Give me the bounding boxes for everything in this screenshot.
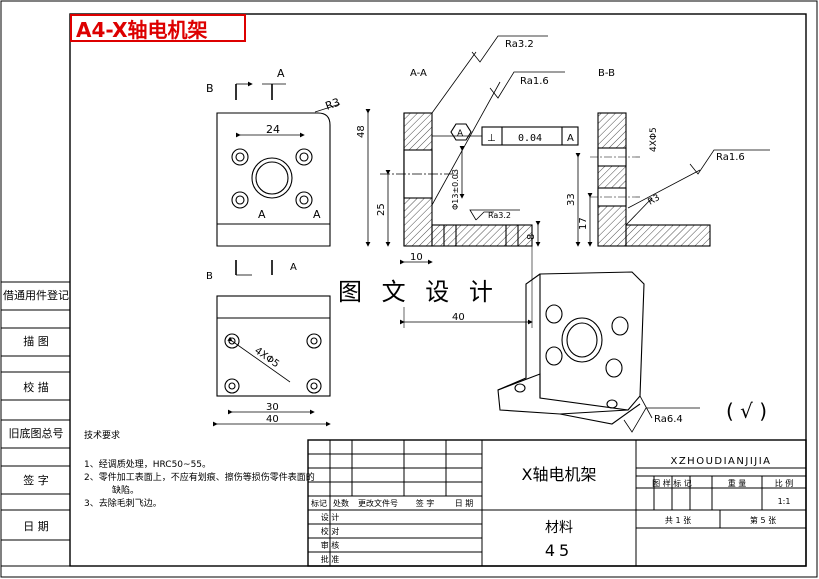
roughness-1: Ra1.6 bbox=[520, 76, 549, 87]
material-value: 45 bbox=[545, 541, 573, 560]
note-2b: 缺陷。 bbox=[112, 486, 140, 496]
technical-notes: 技术要求 1、经调质处理，HRC50~55。 2、零件加工表面上，不应有划痕、擦… bbox=[84, 430, 315, 511]
dim-33: 33 bbox=[566, 193, 577, 206]
role-review: 审 核 bbox=[321, 540, 340, 550]
tolerance-datum: A bbox=[567, 133, 574, 144]
front-view bbox=[216, 81, 341, 247]
section-aa bbox=[365, 35, 579, 328]
weight-label: 重 量 bbox=[728, 478, 747, 488]
datum-flag-a: A bbox=[457, 129, 464, 139]
left-strip bbox=[0, 281, 71, 567]
header-change-doc: 更改文件号 bbox=[358, 498, 398, 508]
tolerance-value: 0.04 bbox=[518, 133, 542, 144]
dim-4x5-bottom: 4XΦ5 bbox=[252, 345, 281, 370]
dim-24: 24 bbox=[266, 123, 280, 136]
strip-label-1: 描 图 bbox=[23, 334, 49, 348]
drawing-number: XZHOUDIANJIJIA bbox=[670, 456, 771, 467]
isometric-view bbox=[497, 271, 700, 433]
view-label-a-right: A bbox=[313, 208, 321, 221]
dim-r3-bb: R3 bbox=[647, 193, 662, 208]
strip-label-4: 签 字 bbox=[23, 473, 49, 487]
watermark: 图 文 设 计 bbox=[334, 272, 503, 307]
dim-13: Φ13±0.03 bbox=[451, 169, 460, 210]
role-check: 校 对 bbox=[321, 526, 340, 536]
section-aa-label: A-A bbox=[410, 68, 427, 79]
sheets-total: 共 1 张 bbox=[665, 516, 691, 525]
note-1: 1、经调质处理，HRC50~55。 bbox=[84, 460, 212, 470]
dim-hole-4x5: 4XΦ5 bbox=[649, 127, 659, 152]
header-count: 处数 bbox=[333, 498, 349, 508]
tolerance-symbol: ⊥ bbox=[487, 133, 496, 144]
note-3: 3、去除毛刺飞边。 bbox=[84, 499, 162, 509]
bottom-view bbox=[213, 260, 331, 427]
view-label-a-left: A bbox=[258, 208, 266, 221]
strip-label-3: 旧底图总号 bbox=[9, 426, 64, 440]
view-label-a: A bbox=[277, 67, 285, 80]
notes-title: 技术要求 bbox=[84, 431, 121, 441]
roughness-4: Ra6.4 bbox=[654, 414, 683, 425]
dim-40-section: 40 bbox=[452, 312, 465, 323]
general-finish: ( √ ) bbox=[726, 399, 767, 423]
sheet-number: 第 5 张 bbox=[750, 515, 776, 525]
header-sign: 签 字 bbox=[416, 498, 435, 508]
role-approve: 批 准 bbox=[321, 554, 340, 564]
dim-25: 25 bbox=[376, 203, 387, 216]
strip-label-2: 校 描 bbox=[23, 380, 49, 394]
stage-label: 图 样 标 记 bbox=[652, 478, 692, 488]
dim-48: 48 bbox=[356, 125, 367, 138]
title-block bbox=[307, 439, 807, 567]
scale-value: 1:1 bbox=[778, 497, 791, 506]
role-design: 设 计 bbox=[321, 512, 340, 522]
dim-10: 10 bbox=[410, 252, 423, 263]
dim-30: 30 bbox=[266, 402, 279, 413]
dim-8: 8 bbox=[526, 234, 537, 240]
roughness-3: Ra1.6 bbox=[716, 152, 745, 163]
roughness-2: Ra3.2 bbox=[488, 211, 511, 220]
dim-r3: R3 bbox=[324, 96, 342, 113]
dim-40-bottom: 40 bbox=[266, 414, 279, 425]
dim-17: 17 bbox=[578, 217, 589, 230]
view-label-b-bottom: B bbox=[206, 271, 213, 282]
scale-label: 比 例 bbox=[775, 478, 794, 488]
section-bb bbox=[575, 112, 770, 247]
roughness-0: Ra3.2 bbox=[505, 39, 534, 50]
material-label: 材料 bbox=[545, 520, 573, 536]
part-name: X轴电机架 bbox=[522, 465, 597, 484]
view-label-b: B bbox=[206, 82, 214, 95]
strip-label-0: 借通用件登记 bbox=[3, 288, 69, 302]
header-marker: 标记 bbox=[311, 498, 327, 508]
view-label-a-bottom: A bbox=[290, 262, 297, 273]
strip-label-5: 日 期 bbox=[23, 520, 49, 533]
drawing-title: A4-X轴电机架 bbox=[70, 14, 246, 42]
header-date: 日 期 bbox=[455, 499, 474, 508]
note-2: 2、零件加工表面上，不应有划痕、擦伤等损伤零件表面的 bbox=[84, 473, 315, 483]
section-bb-label: B-B bbox=[598, 68, 615, 79]
